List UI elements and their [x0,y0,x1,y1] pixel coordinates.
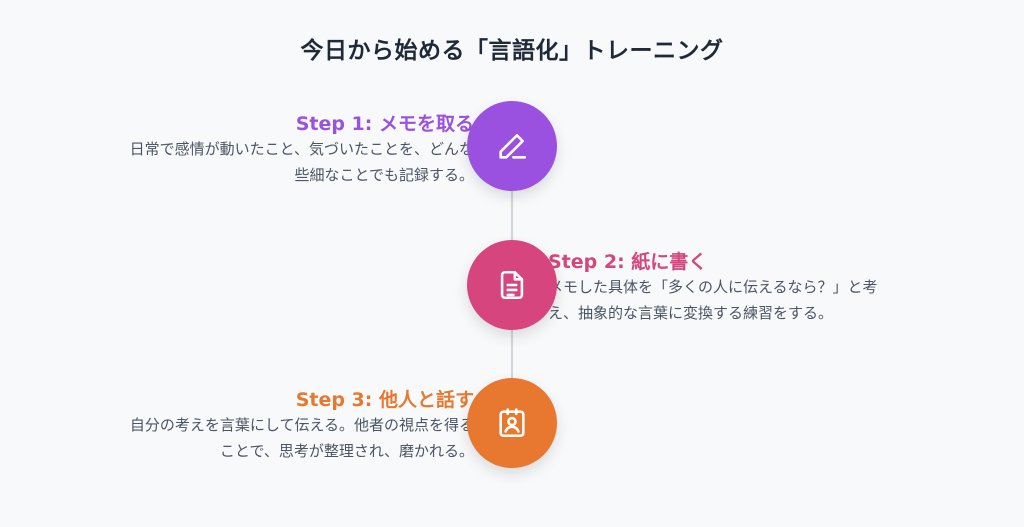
step-1-title: Step 1: メモを取る [295,113,474,135]
step-3-marker [467,378,557,468]
pencil-icon [499,134,527,159]
step-3-description-line-2: ことで、思考が整理され、磨かれる。 [219,442,474,460]
step-2-description-line-2: え、抽象的な言葉に変換する練習をする。 [548,304,834,322]
step-1-marker [467,101,557,191]
step-1-description-line-1: 日常で感情が動いたこと、気づいたことを、どんな [129,140,474,158]
step-3-title: Step 3: 他人と話す [295,389,474,411]
step-3-description: 自分の考えを言葉にして伝える。他者の視点を得る ことで、思考が整理され、磨かれる… [34,412,474,464]
step-2-description: メモした具体を「多くの人に伝えるなら？」と考 え、抽象的な言葉に変換する練習をす… [548,274,968,326]
step-1-description-line-2: 些細なことでも記録する。 [294,166,474,184]
page-title: 今日から始める「言語化」トレーニング [300,38,724,64]
step-2-title: Step 2: 紙に書く [548,251,708,273]
step-2-marker [467,240,557,330]
step-3-description-line-1: 自分の考えを言葉にして伝える。他者の視点を得る [129,416,474,434]
step-1-description: 日常で感情が動いたこと、気づいたことを、どんな 些細なことでも記録する。 [34,136,474,188]
step-2-description-line-1: メモした具体を「多くの人に伝えるなら？」と考 [548,278,878,296]
document-icon [500,270,524,300]
contact-card-icon [499,408,525,438]
